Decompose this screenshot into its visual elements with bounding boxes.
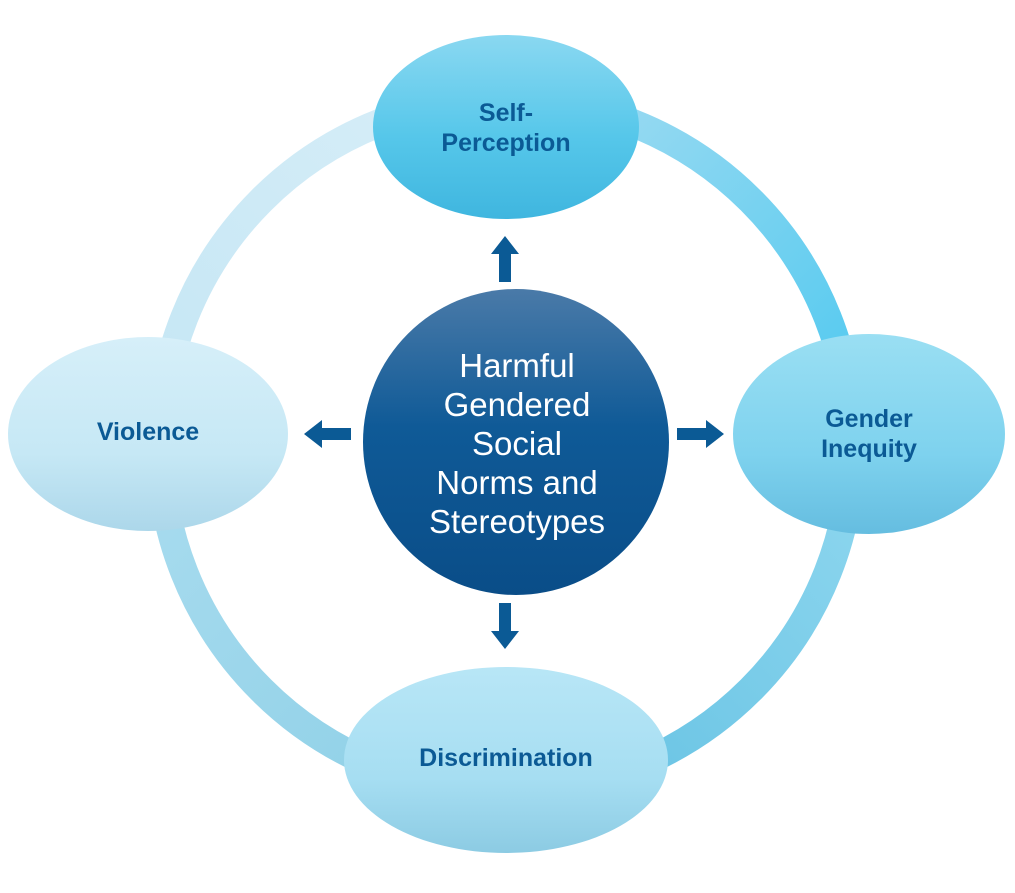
node-violence	[8, 337, 288, 531]
arrow-right-icon	[677, 420, 724, 448]
node-self-perception	[373, 35, 639, 219]
node-gender-inequity	[733, 334, 1005, 534]
arrow-left-icon	[304, 420, 351, 448]
arrow-down-icon	[491, 603, 519, 649]
center-circle	[363, 289, 669, 595]
arrow-up-shape	[491, 236, 519, 282]
node-discrimination	[344, 667, 668, 853]
arrows	[304, 236, 724, 649]
